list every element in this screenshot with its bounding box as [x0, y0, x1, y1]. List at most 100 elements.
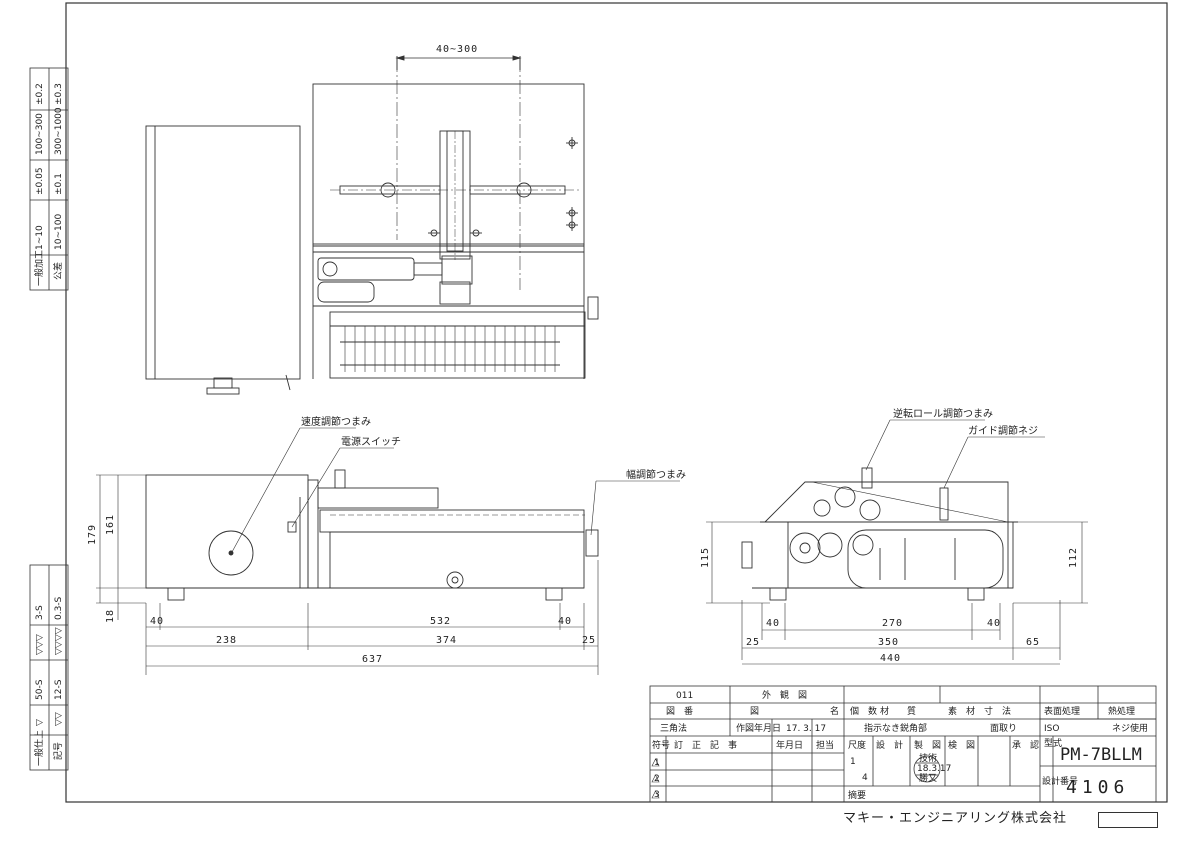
- tolerance-sub: 公差: [52, 262, 64, 280]
- tb-scale-den: 4: [862, 773, 868, 783]
- tb-chamfer: 面取り: [990, 723, 1017, 734]
- tb-drawing-type: 外 観 図: [762, 689, 807, 701]
- finish-cell: ▽: [35, 719, 45, 726]
- tol-cell: 300~1000: [54, 107, 64, 155]
- tb-remarks: 摘要: [848, 789, 866, 801]
- tb-iso: ISO: [1044, 724, 1059, 734]
- finish-sub: 記号: [52, 742, 64, 760]
- dim-440: 440: [880, 653, 901, 664]
- finish-cell: 3-S: [35, 605, 45, 620]
- tb-stock-size: 素 材 寸 法: [948, 705, 1011, 717]
- dim-350: 350: [878, 637, 899, 648]
- power-switch-label: 電源スイッチ: [341, 435, 401, 448]
- dim-270: 270: [882, 618, 903, 629]
- speed-knob-label: 速度調節つまみ: [301, 415, 371, 428]
- width-knob-label: 幅調節つまみ: [626, 468, 686, 481]
- dim-637: 637: [362, 654, 383, 665]
- tol-cell: 10~100: [54, 214, 64, 250]
- tb-stamp-bot: 勝又: [919, 772, 937, 784]
- dim-end-25: 25: [746, 637, 760, 648]
- dim-25: 25: [582, 635, 596, 646]
- tb-date-label: 作図年月日: [736, 722, 781, 734]
- tol-cell: ±0.3: [54, 83, 64, 105]
- tolerance-title: 一般加工: [33, 250, 45, 286]
- top-view-rollers: [344, 326, 556, 372]
- dim-161: 161: [105, 514, 116, 535]
- finish-cell: ▽▽: [54, 712, 64, 726]
- dim-40-300: 40~300: [436, 44, 478, 55]
- side-view-dims: [96, 474, 599, 675]
- tol-cell: 1~10: [35, 225, 45, 250]
- top-view: [145, 55, 599, 395]
- tb-name: 名: [830, 705, 839, 717]
- finish-title: 一般仕上: [33, 730, 45, 766]
- tb-scale-num: 1: [850, 757, 856, 767]
- finish-cell: ▽▽▽▽: [54, 627, 64, 655]
- dim-112: 112: [1068, 547, 1079, 568]
- tb-rev-date: 年月日: [776, 739, 803, 751]
- tolerance-table: [29, 67, 69, 291]
- dim-115: 115: [700, 547, 711, 568]
- reverse-roll-knob-label: 逆転ロール調節つまみ: [893, 407, 993, 420]
- tb-stamp-mid: 18.3.17: [917, 764, 951, 774]
- tb-model-label: 型式: [1044, 737, 1062, 749]
- finish-cell: 0.3-S: [54, 596, 64, 620]
- finish-table-text: 一般仕上 記号 ▽ ▽▽ 50-S 12-S ▽▽▽ ▽▽▽▽ 3-S 0.3-…: [33, 596, 64, 766]
- tb-model: PM-7BLLM: [1060, 745, 1142, 765]
- sheet-border: [65, 2, 1168, 803]
- tb-material: 材 質: [880, 705, 916, 717]
- tol-cell: ±0.2: [35, 83, 45, 105]
- company-name: マキー・エンジニアリング株式会社: [843, 811, 1068, 826]
- tb-rev-person: 担当: [816, 739, 834, 751]
- tb-rev-record: 訂 正 記 事: [674, 739, 737, 751]
- tb-approve: 承 認: [1012, 739, 1039, 751]
- tb-tri-3: 3: [654, 790, 660, 800]
- dim-238: 238: [216, 635, 237, 646]
- tb-drafting: 製 図: [914, 739, 941, 751]
- dim-18: 18: [105, 609, 116, 623]
- finish-table: [29, 564, 69, 771]
- tb-heat: 熱処理: [1108, 705, 1135, 717]
- dim-532: 532: [430, 616, 451, 627]
- tb-screw: ネジ使用: [1112, 722, 1148, 734]
- tb-projection: 三角法: [660, 722, 687, 734]
- tb-tri-1: 1: [654, 758, 660, 768]
- end-view-dims: [706, 521, 1088, 665]
- finish-cell: ▽▽▽: [35, 634, 45, 655]
- empty-stamp-box: [1098, 812, 1158, 828]
- side-callouts: [231, 427, 680, 553]
- dim-40-right: 40: [558, 616, 572, 627]
- dim-end-40-left: 40: [766, 618, 780, 629]
- title-block-text: 011 外 観 図 図 番 図 名 個 数 材 質 素 材 寸 法 表面処理 熱…: [652, 689, 1148, 801]
- guide-screw-label: ガイド調節ネジ: [968, 424, 1038, 437]
- side-view: [145, 469, 599, 601]
- dim-end-40-right: 40: [987, 618, 1001, 629]
- end-view: [741, 467, 1018, 601]
- dim-374: 374: [436, 635, 457, 646]
- tb-edge-note: 指示なき鋭角部: [864, 722, 927, 734]
- tb-date: 17. 3. 17: [786, 724, 826, 734]
- tol-cell: 100~300: [35, 113, 45, 155]
- tolerance-table-text: 一般加工 公差 1~10 10~100 ±0.05 ±0.1 100~300 3…: [33, 83, 64, 286]
- tb-stamp-top: 技術: [919, 752, 937, 764]
- tb-check: 検 図: [948, 739, 975, 751]
- dim-40-left: 40: [150, 616, 164, 627]
- tb-fig-no: 図 番: [666, 705, 693, 717]
- tb-qty: 個 数: [850, 705, 877, 717]
- title-block: [649, 685, 1157, 803]
- tol-cell: ±0.05: [35, 167, 45, 195]
- tb-drawing-no-label: 設計番号: [1042, 775, 1078, 787]
- dim-65: 65: [1026, 637, 1040, 648]
- tb-tri-2: 2: [654, 774, 660, 784]
- tb-code: 011: [676, 691, 693, 701]
- tb-drawing-no: 4106: [1066, 777, 1129, 798]
- finish-cell: 50-S: [35, 679, 45, 700]
- tb-fig: 図: [750, 706, 759, 717]
- tb-rev-no: 符号: [652, 739, 670, 751]
- tb-scale-label: 尺度: [848, 739, 866, 751]
- tb-surface: 表面処理: [1044, 705, 1080, 717]
- tol-cell: ±0.1: [54, 173, 64, 195]
- end-callouts: [865, 419, 1045, 489]
- finish-cell: 12-S: [54, 679, 64, 700]
